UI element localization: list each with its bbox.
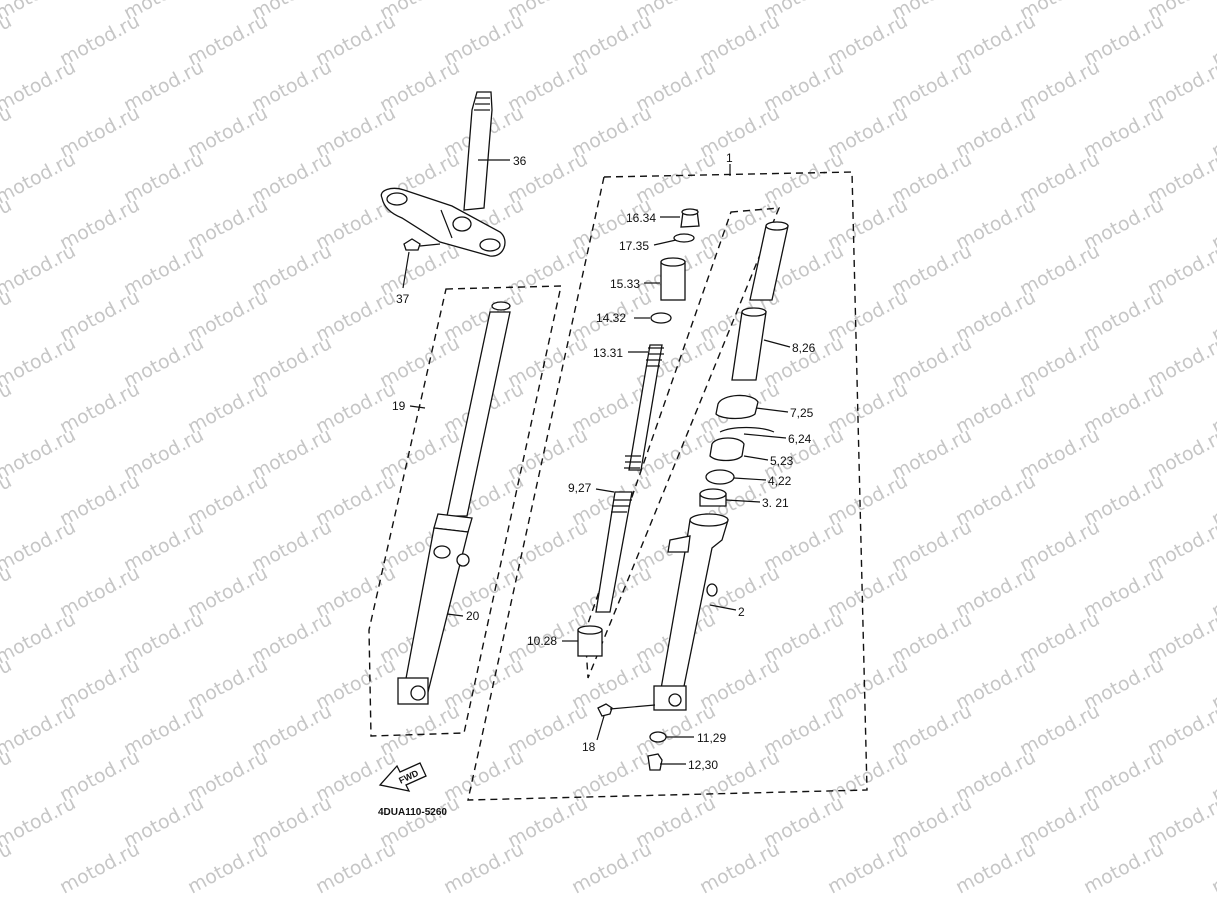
callout-14-32: 14.32 — [596, 311, 626, 325]
callout-11-29: 11,29 — [697, 731, 726, 745]
callout-8-26: 8,26 — [792, 341, 816, 355]
callout-9-27: 9,27 — [568, 481, 592, 495]
left-fork-assembly-part — [368, 285, 562, 737]
watermark-text: motod.ru — [0, 56, 79, 116]
watermark-text: motod.ru — [1208, 838, 1217, 898]
callout-16-34: 16.34 — [626, 211, 656, 225]
right-fork-assembly-part — [467, 171, 868, 801]
watermark-text: motod.ru — [0, 562, 15, 622]
watermark-text: motod.ru — [312, 838, 399, 898]
watermark-text: motod.ru — [824, 838, 911, 898]
callout-36: 36 — [513, 154, 527, 168]
callout-15-33: 15.33 — [610, 277, 640, 291]
watermark-text: motod.ru — [440, 838, 527, 898]
watermark-text: motod.ru — [0, 148, 79, 208]
callout-17-35: 17.35 — [619, 239, 649, 253]
watermark-text: motod.ru — [0, 240, 79, 300]
leader-lines — [562, 164, 791, 765]
callout-37: 37 — [396, 292, 410, 306]
watermark-text: motod.ru — [0, 102, 15, 162]
callout-7-25: 7,25 — [790, 406, 814, 420]
callout-20: 20 — [466, 609, 480, 623]
watermark-text: motod.ru — [568, 838, 655, 898]
watermark-text: motod.ru — [0, 286, 15, 346]
watermark-text: motod.ru — [0, 194, 15, 254]
callout-12-30: 12,30 — [688, 758, 718, 772]
callout-4-22: 4,22 — [768, 474, 792, 488]
watermark-text: motod.ru — [56, 838, 143, 898]
watermark-text: motod.ru — [0, 654, 15, 714]
callout-10-28: 10.28 — [527, 634, 557, 648]
diagram-code: 4DUA110-5260 — [378, 807, 447, 818]
watermark-text: motod.ru — [1080, 838, 1167, 898]
watermark-text: motod.ru — [0, 746, 15, 806]
callout-13-31: 13.31 — [593, 346, 623, 360]
watermark-text: motod.ru — [0, 0, 79, 24]
callout-18: 18 — [582, 740, 596, 754]
watermark-text: motod.ru — [0, 424, 79, 484]
watermark-text: motod.ru — [0, 608, 79, 668]
callout-1: 1 — [726, 151, 733, 165]
watermark-text: motod.ru — [952, 838, 1039, 898]
fwd-arrow-icon — [378, 762, 427, 792]
callout-5-23: 5,23 — [770, 454, 794, 468]
callout-2: 2 — [738, 605, 745, 619]
callout-19: 19 — [392, 399, 406, 413]
watermark-text: motod.ru — [0, 838, 15, 898]
steering-stem-part — [380, 91, 506, 257]
callout-3-21: 3. 21 — [762, 496, 789, 510]
watermark-text: motod.ru — [0, 470, 15, 530]
watermark-text: motod.ru — [0, 332, 79, 392]
watermark-text: motod.ru — [0, 516, 79, 576]
watermark-text: motod.ru — [0, 700, 79, 760]
watermark-text: motod.ru — [696, 838, 783, 898]
watermark-text: motod.ru — [184, 838, 271, 898]
watermark-text: motod.ru — [0, 378, 15, 438]
callout-6-24: 6,24 — [788, 432, 812, 446]
watermark-text: motod.ru — [0, 792, 79, 852]
watermark-text: motod.ru — [0, 10, 15, 70]
